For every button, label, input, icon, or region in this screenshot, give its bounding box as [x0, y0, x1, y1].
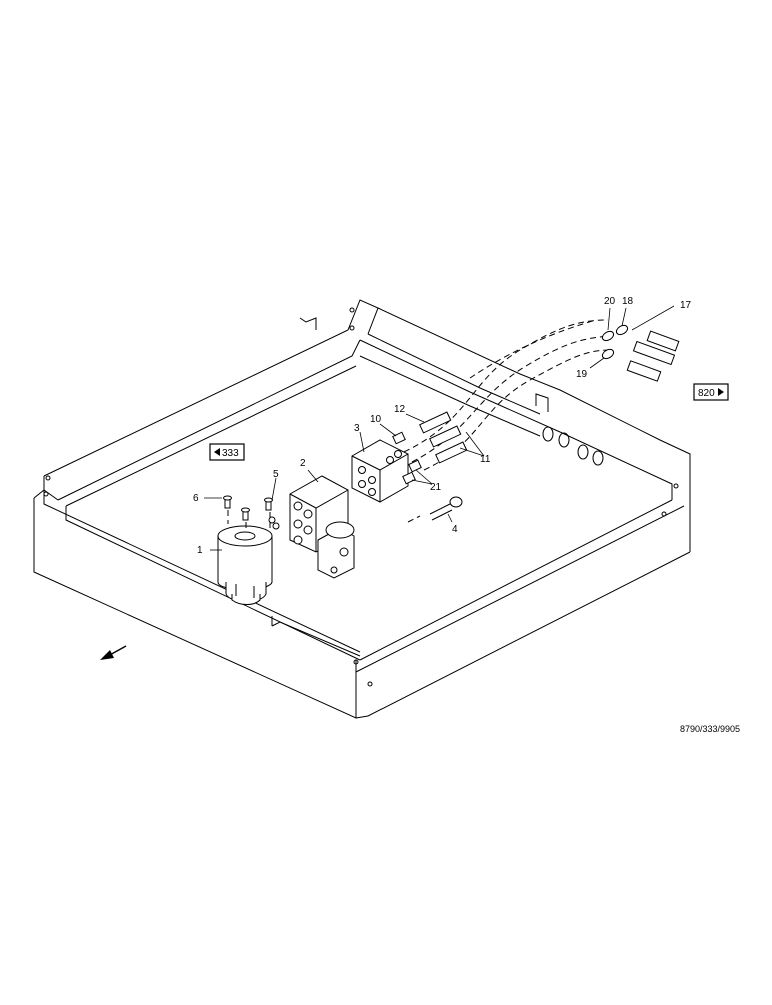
part-4-bolt	[407, 496, 463, 523]
callout-18: 18	[622, 296, 634, 307]
ref-box-333[interactable]: 333	[209, 443, 245, 461]
callouts: 1 2 3 4 5 6 10 11 12 17 18 19 20 21	[193, 296, 692, 556]
screws-5-6	[223, 495, 280, 532]
callout-5: 5	[273, 469, 279, 480]
direction-arrow-icon	[100, 645, 127, 660]
callout-19: 19	[576, 369, 588, 380]
frame-tray	[33, 299, 691, 719]
ref-left-label: 333	[222, 448, 239, 459]
part-3-adapter-block	[351, 439, 409, 503]
callout-17: 17	[680, 300, 692, 311]
callout-20: 20	[604, 296, 616, 307]
leader-lines	[204, 305, 675, 551]
part-1-steering-unit	[217, 525, 273, 605]
fittings-10-21	[392, 431, 422, 485]
callout-3: 3	[354, 423, 360, 434]
callout-11: 11	[480, 454, 491, 465]
callout-6: 6	[193, 493, 199, 504]
callout-10: 10	[370, 414, 382, 425]
callout-4: 4	[452, 524, 458, 535]
triangle-left-icon	[214, 448, 220, 456]
callout-1: 1	[197, 545, 203, 556]
callout-21: 21	[430, 482, 442, 493]
hose-ends-17-20	[601, 324, 680, 382]
ref-box-820[interactable]: 820	[693, 383, 729, 401]
triangle-right-icon	[718, 388, 724, 396]
callout-2: 2	[300, 458, 306, 469]
hose-ends-11-12	[419, 411, 468, 464]
callout-12: 12	[394, 404, 406, 415]
part-2-valve-block	[289, 475, 355, 579]
drawing-code: 8790/333/9905	[680, 724, 740, 734]
ref-right-label: 820	[698, 388, 715, 399]
